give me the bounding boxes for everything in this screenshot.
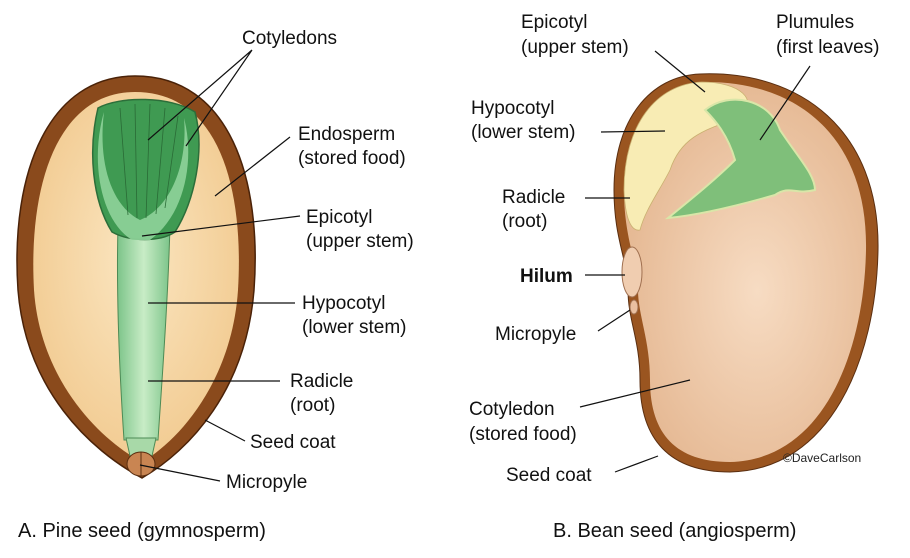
leader-lines: [139, 49, 811, 482]
label-hilum: Hilum: [520, 266, 573, 287]
label-pine-epicotyl: Epicotyl: [306, 207, 373, 228]
pine-seed-illustration: [16, 75, 256, 479]
label-pine-radicle: Radicle: [290, 371, 353, 392]
label-bean-micropyle: Micropyle: [495, 324, 576, 345]
label-plumules-sub: (first leaves): [776, 37, 879, 58]
label-bean-seed-coat: Seed coat: [506, 465, 592, 486]
label-pine-hypocotyl: Hypocotyl: [302, 293, 385, 314]
bean-micropyle: [629, 299, 639, 315]
label-pine-hypocotyl-sub: (lower stem): [302, 317, 407, 338]
label-bean-hypocotyl: Hypocotyl: [471, 98, 554, 119]
label-bean-radicle: Radicle: [502, 187, 565, 208]
label-bean-epicotyl: Epicotyl: [521, 12, 588, 33]
label-endosperm: Endosperm: [298, 124, 395, 145]
label-bean-radicle-sub: (root): [502, 211, 547, 232]
label-pine-micropyle: Micropyle: [226, 472, 307, 493]
label-endosperm-sub: (stored food): [298, 148, 406, 169]
label-pine-radicle-sub: (root): [290, 395, 335, 416]
label-cotyledons: Cotyledons: [242, 28, 337, 49]
caption-pine: A. Pine seed (gymnosperm): [18, 520, 266, 542]
copyright: ©DaveCarlson: [783, 451, 861, 465]
label-plumules: Plumules: [776, 12, 854, 33]
label-bean-epicotyl-sub: (upper stem): [521, 37, 629, 58]
caption-bean: B. Bean seed (angiosperm): [553, 520, 796, 542]
pine-cotyledon-veins: [119, 103, 179, 219]
bean-hilum: [621, 246, 643, 298]
bean-seed-illustration: [613, 73, 879, 473]
label-bean-hypocotyl-sub: (lower stem): [471, 122, 576, 143]
label-pine-seed-coat: Seed coat: [250, 432, 336, 453]
label-pine-epicotyl-sub: (upper stem): [306, 231, 414, 252]
label-cotyledon: Cotyledon: [469, 399, 555, 420]
bean-plumules: [664, 98, 817, 220]
label-cotyledon-sub: (stored food): [469, 424, 577, 445]
pine-cotyledon-cup: [97, 112, 189, 240]
pine-hypocotyl: [116, 224, 171, 441]
